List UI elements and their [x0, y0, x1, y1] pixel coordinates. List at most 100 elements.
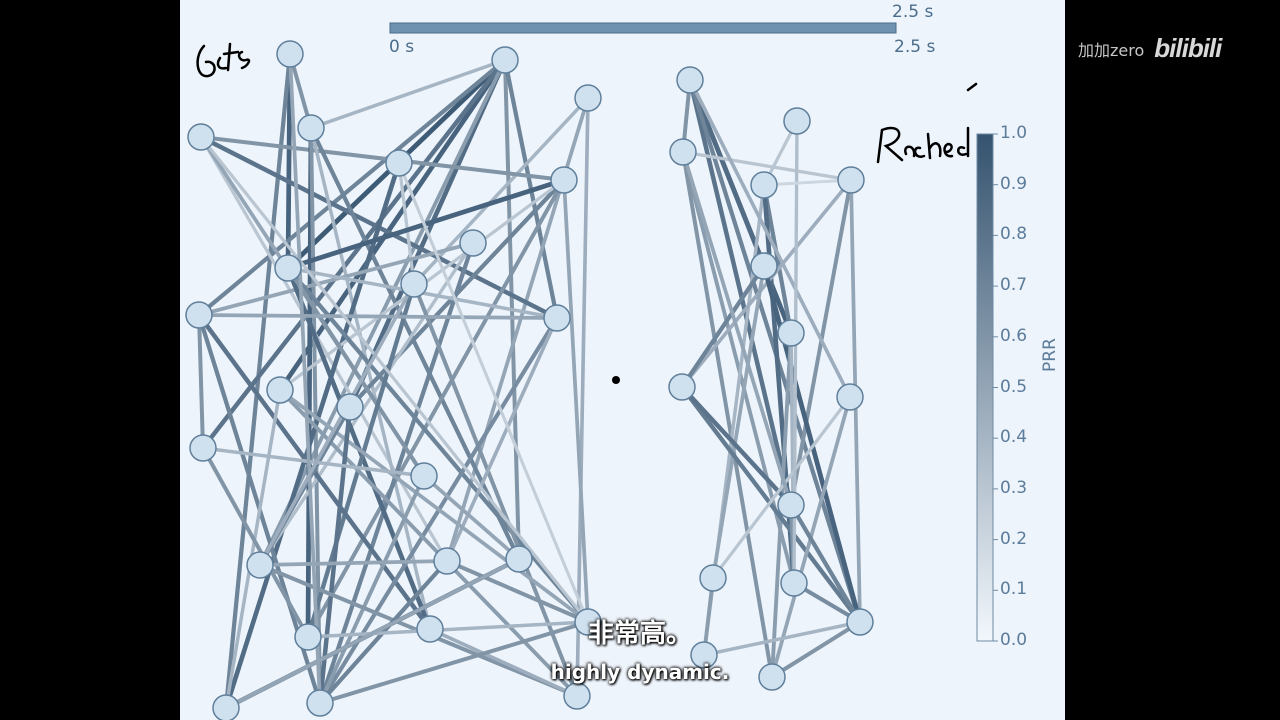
network-nodes: [185, 40, 874, 720]
network-node: [385, 149, 413, 177]
network-link: [397, 162, 590, 623]
colorbar-label: PRR: [1040, 338, 1060, 372]
network-node: [783, 107, 811, 135]
network-link: [682, 150, 852, 182]
network-link: [681, 151, 793, 506]
network-link: [680, 264, 766, 389]
network-link: [197, 314, 205, 449]
network-node: [187, 123, 215, 151]
network-link: [199, 135, 590, 624]
network-node: [543, 304, 571, 332]
network-link: [317, 406, 353, 704]
network-link: [446, 559, 589, 624]
network-link: [286, 266, 590, 624]
network-link: [306, 179, 566, 638]
network-link: [278, 388, 590, 624]
network-link: [681, 151, 774, 678]
colorbar-tick-label: 0.2: [1000, 528, 1028, 549]
network-link: [201, 58, 507, 450]
bilibili-logo: bilibili: [1154, 33, 1222, 63]
network-link: [422, 474, 521, 561]
network-node: [266, 376, 294, 404]
network-link: [309, 127, 432, 630]
colorbar-tick-label: 0.1: [1000, 579, 1028, 600]
network-node: [212, 694, 240, 720]
network-link: [445, 317, 559, 562]
network-node: [780, 569, 808, 597]
network-node: [433, 547, 461, 575]
network-link: [680, 385, 862, 624]
network-node: [185, 301, 213, 329]
network-link: [412, 283, 579, 697]
handwritten-note-rached: [876, 82, 978, 164]
network-link: [680, 385, 793, 507]
colorbar-tick-label: 0.7: [1000, 275, 1028, 296]
subtitle-english: highly dynamic.: [550, 660, 730, 684]
network-node: [410, 462, 438, 490]
timeline-start-label: 0 s: [389, 37, 415, 57]
watermark-user: 加加zero: [1078, 40, 1145, 60]
network-link: [687, 79, 794, 506]
network-link: [789, 503, 862, 624]
network-node: [758, 663, 786, 691]
network-link: [310, 58, 506, 130]
network-node: [274, 254, 302, 282]
network-node: [246, 551, 274, 579]
network-node: [574, 608, 602, 636]
network-link: [711, 396, 852, 579]
network-node: [699, 564, 727, 592]
network-node: [550, 166, 578, 194]
network-link: [703, 620, 861, 657]
network-link: [412, 96, 590, 286]
network-link: [770, 620, 862, 679]
colorbar-tick-label: 0.8: [1000, 224, 1028, 245]
network-node: [505, 545, 533, 573]
network-node: [491, 46, 519, 74]
network-link: [259, 559, 448, 567]
network-node: [306, 689, 334, 717]
network-node: [336, 393, 364, 421]
network-link: [224, 389, 282, 709]
network-node: [563, 682, 591, 710]
network-link: [687, 79, 767, 267]
network-link: [285, 53, 293, 269]
network-node: [846, 608, 874, 636]
colorbar: [976, 133, 994, 642]
network-node: [574, 84, 602, 112]
network-node: [416, 615, 444, 643]
network-link: [319, 620, 589, 705]
network-node: [777, 319, 805, 347]
network-node: [669, 138, 697, 166]
colorbar-tick-label: 0.9: [1000, 173, 1028, 194]
network-link: [197, 58, 507, 317]
network-node: [676, 66, 704, 94]
network-link: [258, 283, 416, 566]
network-edges: [196, 53, 863, 710]
network-node: [668, 373, 696, 401]
colorbar-tick-label: 0.6: [1000, 325, 1028, 346]
subtitle-chinese: 非常高。: [587, 619, 692, 649]
network-link: [287, 177, 565, 271]
network-node: [189, 434, 217, 462]
network-node: [836, 383, 864, 411]
cursor-dot: [612, 376, 620, 384]
network-link: [307, 620, 589, 639]
network-link: [309, 127, 521, 560]
network-link: [199, 136, 449, 562]
handwritten-note-6cts: [196, 42, 251, 78]
network-link: [318, 475, 426, 704]
slide-panel: [180, 0, 1065, 720]
network-node: [750, 252, 778, 280]
network-node: [400, 270, 428, 298]
network-node: [276, 40, 304, 68]
network-node: [837, 166, 865, 194]
network-link: [711, 265, 766, 579]
network-link: [200, 135, 565, 182]
network-link: [562, 179, 590, 623]
timeline-bar: [389, 22, 897, 34]
timeline-end-label: 2.5 s: [894, 37, 936, 57]
network-node: [294, 623, 322, 651]
network-link: [225, 557, 520, 710]
colorbar-tick-label: 0.5: [1000, 376, 1028, 397]
network-link: [397, 162, 416, 285]
